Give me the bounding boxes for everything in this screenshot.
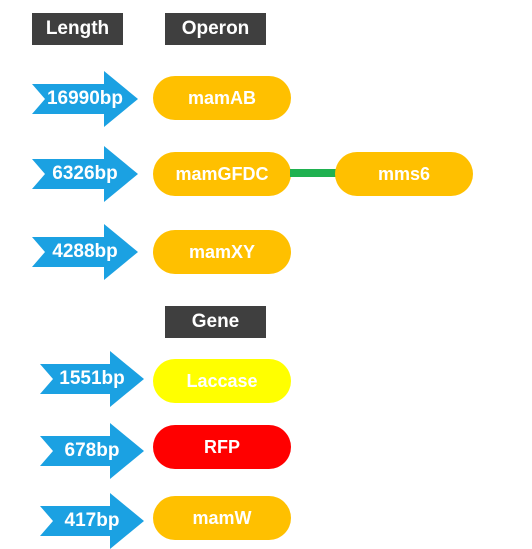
arrow-shape-icon <box>32 224 138 280</box>
length-label: 1551bp <box>59 368 125 389</box>
operon-mamxy: mamXY <box>153 230 291 274</box>
length-label: 16990bp <box>46 88 124 109</box>
arrow-shape-icon <box>40 423 144 479</box>
operon-mms6: mms6 <box>335 152 473 196</box>
operon-connector <box>290 169 336 177</box>
length-label: 6326bp <box>52 163 118 184</box>
arrow-shape-icon <box>40 351 144 407</box>
length-arrow: 16990bp <box>32 71 138 127</box>
header-length: Length <box>32 13 123 45</box>
length-label: 417bp <box>64 510 120 531</box>
length-arrow: 1551bp <box>40 351 144 407</box>
length-arrow: 6326bp <box>32 146 138 202</box>
gene-mamw: mamW <box>153 496 291 540</box>
gene-laccase: Laccase <box>153 359 291 403</box>
header-gene: Gene <box>165 306 266 338</box>
length-arrow: 417bp <box>40 493 144 549</box>
gene-rfp: RFP <box>153 425 291 469</box>
operon-mamgfdc: mamGFDC <box>153 152 291 196</box>
length-arrow: 678bp <box>40 423 144 479</box>
operon-mamab: mamAB <box>153 76 291 120</box>
arrow-shape-icon <box>32 71 138 127</box>
arrow-shape-icon <box>40 493 144 549</box>
header-operon: Operon <box>165 13 266 45</box>
length-label: 678bp <box>64 440 120 461</box>
length-arrow: 4288bp <box>32 224 138 280</box>
arrow-shape-icon <box>32 146 138 202</box>
length-label: 4288bp <box>52 241 118 262</box>
